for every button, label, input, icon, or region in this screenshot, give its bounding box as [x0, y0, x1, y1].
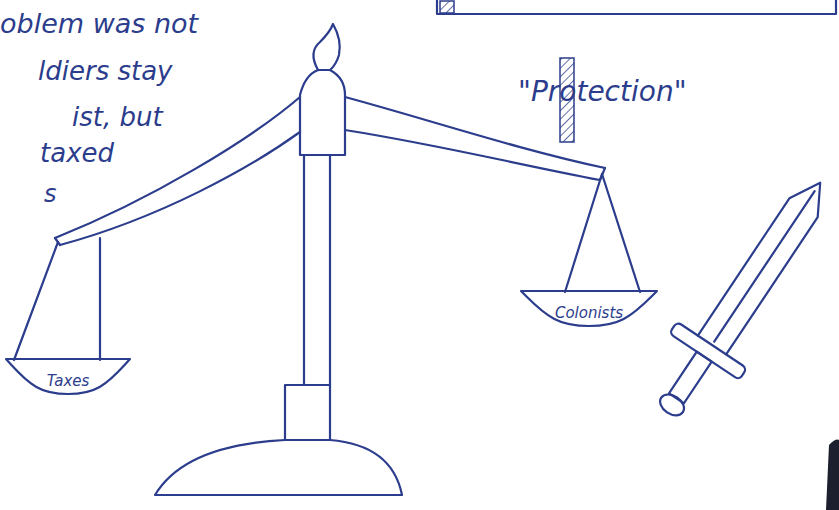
note-text: oblem was not	[0, 10, 198, 37]
frame-box	[437, 0, 836, 14]
scale-base	[155, 440, 402, 495]
sword	[632, 159, 839, 435]
hatched-square	[440, 1, 454, 13]
scale-pan: Taxes	[4, 356, 132, 396]
column	[304, 155, 330, 385]
note-text: ist, but	[72, 104, 163, 130]
sword-pommel	[656, 390, 688, 419]
pan-label: Taxes	[4, 372, 132, 390]
sword-blade	[698, 173, 834, 354]
beam-edge	[55, 97, 300, 238]
note-text: taxed	[40, 140, 114, 166]
title-word: "Protection"	[518, 78, 687, 106]
pan-string	[14, 238, 100, 360]
note-text: ldiers stay	[38, 58, 173, 84]
beam-edge	[345, 130, 600, 180]
sword-guard	[669, 322, 747, 380]
pedestal	[285, 385, 330, 440]
finial	[313, 24, 339, 70]
sword-ridge	[714, 191, 814, 342]
pan-label: Colonists	[519, 304, 659, 322]
note-text: s	[44, 182, 57, 206]
pan-string	[565, 174, 640, 292]
scale-head	[300, 70, 345, 155]
scale-pan: Colonists	[519, 288, 659, 328]
beam-edge	[345, 97, 605, 168]
dark-shape	[826, 440, 839, 510]
